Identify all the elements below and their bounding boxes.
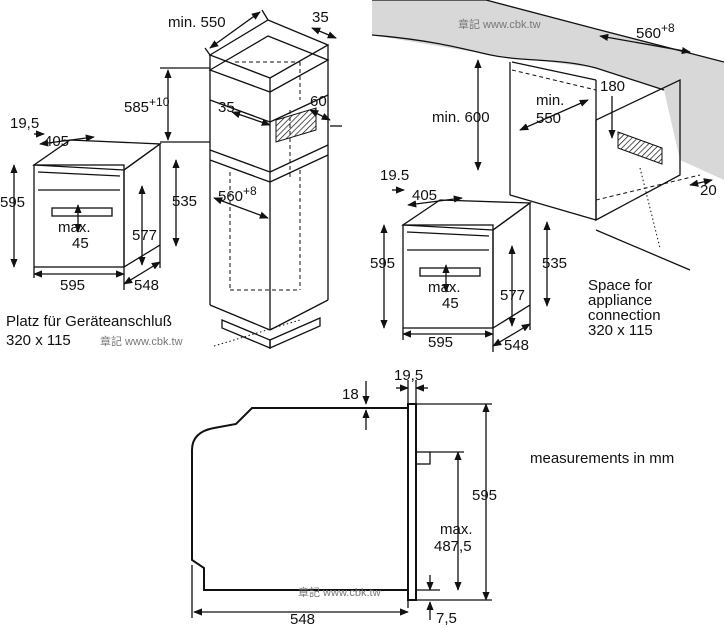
oven-right-height: 595 <box>370 255 395 272</box>
watermark-top-right: 章記 www.cbk.tw <box>458 17 541 31</box>
oven-right-max-value: 45 <box>442 295 459 312</box>
niche-min-depth-label: min. <box>536 92 564 109</box>
connection-note-en-line1: Space for <box>588 277 652 294</box>
side-view-top-gap: 18 <box>342 386 359 403</box>
side-view-dimension-lines <box>191 380 492 620</box>
oven-left-inner-height: 577 <box>132 227 157 244</box>
niche-gap-20: 20 <box>700 182 717 199</box>
side-view-depth: 548 <box>290 611 315 627</box>
oven-right-side-height: 535 <box>542 255 567 272</box>
side-view-trim: 19,5 <box>394 367 423 384</box>
watermark-top-left: 章記 www.cbk.tw <box>100 334 183 348</box>
connection-note-en-line4: 320 x 115 <box>588 322 653 339</box>
niche-min-depth-value: 550 <box>536 110 561 127</box>
oven-dimension-lines-right <box>380 186 551 347</box>
cabinet-niche-height: 585+10 <box>124 95 170 116</box>
side-view-bottom-gap: 7,5 <box>436 610 457 627</box>
side-view-max-label: max. <box>440 521 473 538</box>
oven-left-side-depth: 548 <box>134 277 159 294</box>
cabinet-min-depth: min. 550 <box>168 14 226 31</box>
cabinet-top-35: 35 <box>312 9 329 26</box>
cabinet-dimension-lines <box>160 9 342 219</box>
connection-note-de-line2: 320 x 115 <box>6 332 71 349</box>
niche-min-height: min. 600 <box>432 109 490 126</box>
side-view-max-value: 487,5 <box>434 538 472 555</box>
oven-right-max-label: max. <box>428 279 461 296</box>
oven-right-side-depth: 548 <box>504 337 529 354</box>
watermark-bottom: 章記 www.cbk.tw <box>298 585 381 599</box>
oven-right-trim: 19.5 <box>380 167 409 184</box>
oven-right-depth: 405 <box>412 187 437 204</box>
side-view-drawing <box>191 403 431 608</box>
oven-right-width: 595 <box>428 334 453 351</box>
oven-dimension-lines-left <box>10 130 180 285</box>
oven-left-width: 595 <box>60 277 85 294</box>
niche-drawing <box>371 0 724 271</box>
oven-left-depth: 405 <box>44 133 69 150</box>
connection-note-en-line3: connection <box>588 307 661 324</box>
oven-left-max-label: max. <box>58 219 91 236</box>
side-view-height: 595 <box>472 487 497 504</box>
oven-drawing-left <box>32 139 162 290</box>
oven-left-trim: 19,5 <box>10 115 39 132</box>
oven-right-inner-height: 577 <box>500 287 525 304</box>
connection-note-en-line2: appliance <box>588 292 652 309</box>
oven-left-side-height: 535 <box>172 193 197 210</box>
cabinet-gap-60: 60 <box>310 93 327 110</box>
niche-gap-180: 180 <box>600 78 625 95</box>
oven-left-height: 595 <box>0 194 25 211</box>
units-note: measurements in mm <box>530 450 674 467</box>
niche-dimension-lines <box>474 33 713 187</box>
connection-note-de-line1: Platz für Geräteanschluß <box>6 313 172 330</box>
niche-width: 560+8 <box>636 21 675 42</box>
cabinet-width: 560+8 <box>218 184 257 205</box>
oven-drawing-right <box>401 199 532 352</box>
oven-left-max-value: 45 <box>72 235 89 252</box>
tall-cabinet-drawing <box>208 19 330 349</box>
cabinet-gap-35: 35 <box>218 99 235 116</box>
